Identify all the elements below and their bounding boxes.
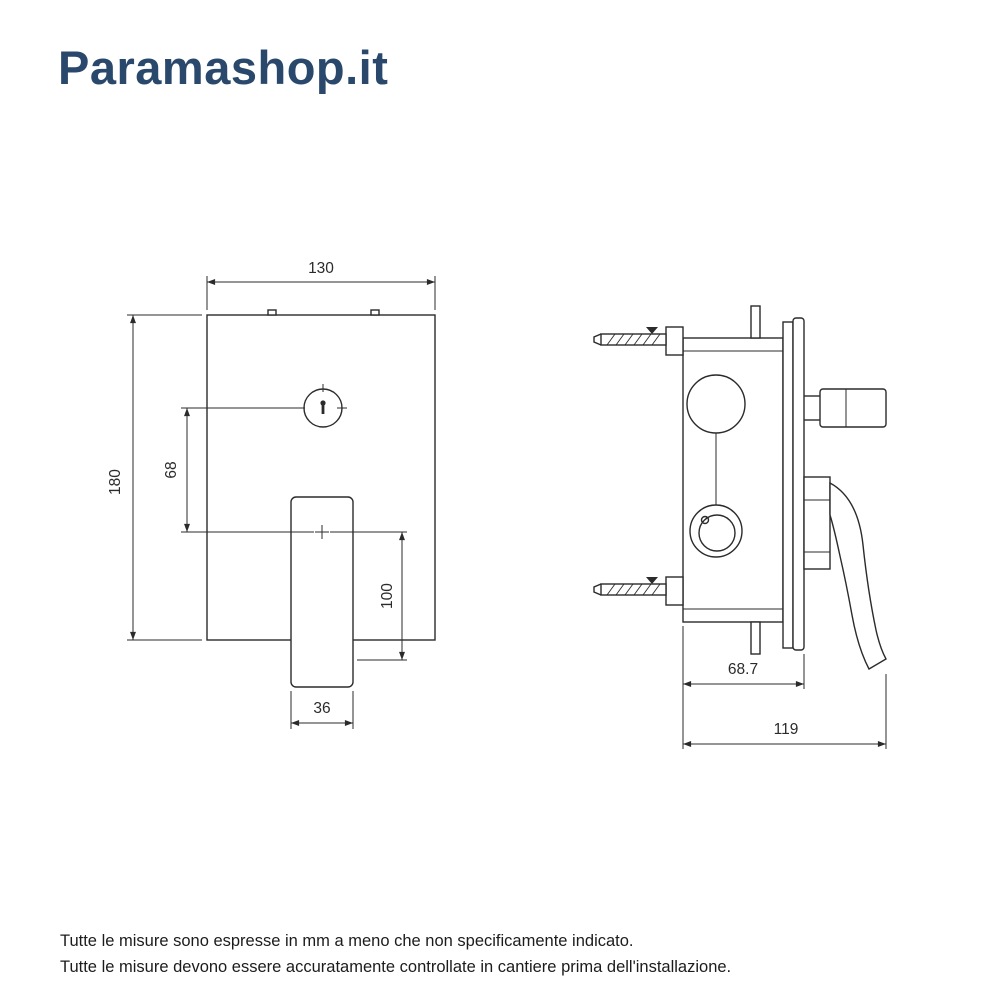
anchor-wing	[646, 577, 658, 584]
top-stub	[750, 305, 761, 339]
dim-label-overall-depth: 119	[774, 721, 799, 738]
dim-overall-depth: 119	[682, 674, 887, 749]
dim-label-width: 130	[308, 260, 334, 277]
footer-note-check: Tutte le misure devono essere accuratame…	[60, 958, 732, 976]
wall-anchor-bottom	[593, 576, 684, 606]
front-handle	[290, 496, 354, 688]
spout-outlet	[804, 388, 887, 428]
dim-front-width: 130	[206, 260, 436, 310]
dim-label-handle-length: 100	[379, 583, 396, 609]
lower-port-clip	[700, 515, 710, 525]
wall-anchor-top	[593, 326, 684, 356]
anchor-body	[600, 583, 667, 596]
front-handle-body	[290, 496, 354, 688]
lower-port-inner-ring	[698, 514, 736, 552]
anchor-wing	[646, 327, 658, 334]
anchor-tip	[593, 583, 602, 596]
dim-handle-length: 100	[330, 531, 407, 661]
dim-control-spacing: 68	[163, 407, 314, 533]
dim-label-height: 180	[107, 469, 124, 495]
keyhole-slot	[321, 404, 325, 414]
mounting-ear	[665, 326, 684, 356]
diverter-knob	[303, 384, 347, 428]
outlet-body	[819, 388, 887, 428]
upper-port-circle	[686, 374, 746, 434]
dim-label-handle-width: 36	[313, 700, 330, 717]
anchor-tip	[593, 333, 602, 346]
front-view: 130 180 68 100 36	[107, 260, 436, 729]
mounting-ear	[665, 576, 684, 606]
handle-hub	[803, 476, 831, 570]
mounting-plate	[782, 321, 794, 649]
escutcheon-side	[792, 317, 805, 651]
dim-body-depth: 68.7	[682, 626, 805, 689]
footer-note-units: Tutte le misure sono espresse in mm a me…	[60, 932, 634, 950]
anchor-hatch	[606, 333, 661, 346]
anchor-hatch	[606, 583, 661, 596]
handle-lever-blade	[829, 481, 887, 670]
anchor-body	[600, 333, 667, 346]
plate-top-screw-right	[370, 309, 380, 316]
bottom-stub	[750, 621, 761, 655]
site-logo: Paramashop.it	[58, 41, 389, 94]
dim-front-height: 180	[107, 314, 202, 641]
dim-label-spacing: 68	[163, 461, 180, 478]
plate-top-screw-left	[267, 309, 277, 316]
side-handle	[803, 476, 887, 670]
side-view: 68.7 119	[593, 305, 887, 749]
footer-notes: Tutte le misure sono espresse in mm a me…	[60, 928, 731, 980]
dim-handle-width: 36	[290, 691, 354, 729]
dim-label-body-depth: 68.7	[728, 661, 758, 678]
